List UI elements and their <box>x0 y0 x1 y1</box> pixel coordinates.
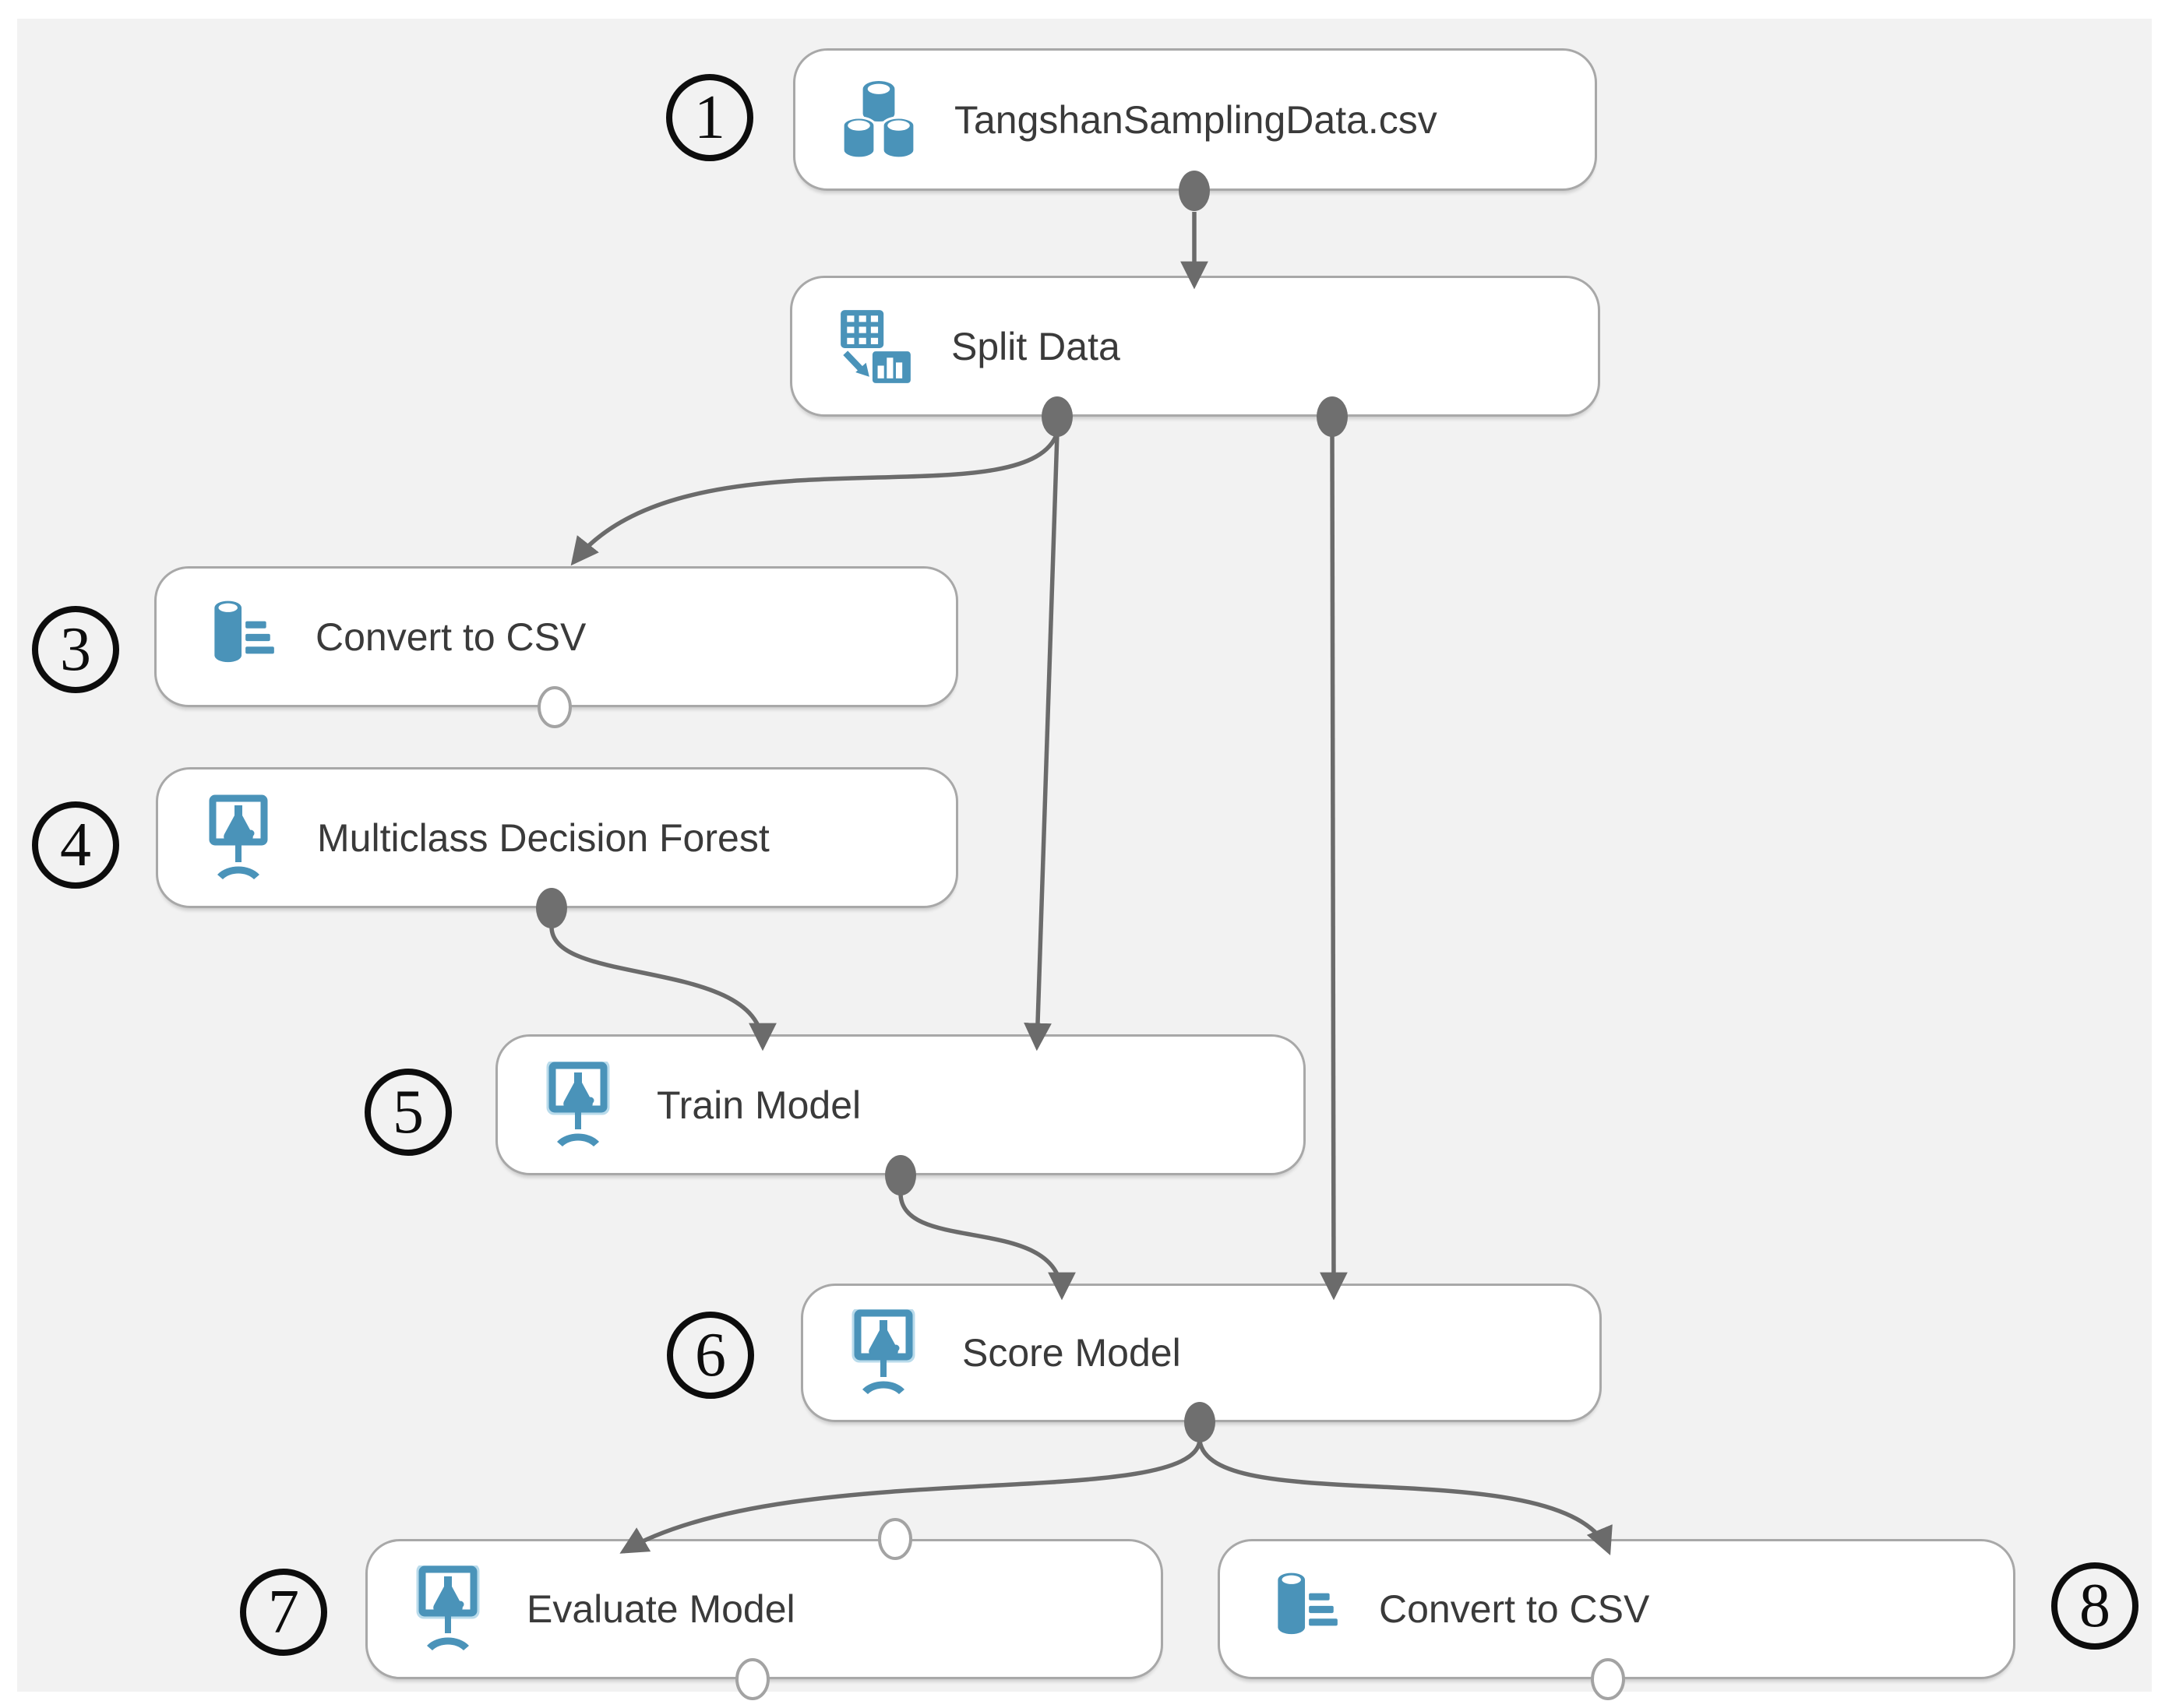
convert-to-csv-icon <box>1264 1565 1343 1653</box>
node-label: Evaluate Model <box>527 1587 795 1631</box>
dataset-cylinders-icon <box>839 76 918 164</box>
node-label: Multiclass Decision Forest <box>317 815 770 860</box>
node-multiclass-decision-forest[interactable]: Multiclass Decision Forest <box>156 767 958 908</box>
node-label: Convert to CSV <box>1379 1587 1650 1631</box>
split-data-icon <box>836 303 915 390</box>
experiment-flask-icon <box>411 1565 491 1653</box>
node-convert-to-csv-1[interactable]: Convert to CSV <box>154 566 958 707</box>
experiment-flask-icon <box>541 1061 621 1149</box>
node-label: Split Data <box>951 324 1120 368</box>
node-label: Convert to CSV <box>316 615 587 659</box>
experiment-flask-icon <box>847 1309 926 1396</box>
node-split-data[interactable]: Split Data <box>790 276 1600 417</box>
annotation-number-6: 6 <box>667 1312 754 1399</box>
convert-to-csv-icon <box>200 593 280 681</box>
annotation-number-7: 7 <box>240 1569 327 1656</box>
node-evaluate-model[interactable]: Evaluate Model <box>365 1539 1163 1679</box>
node-train-model[interactable]: Train Model <box>495 1034 1306 1175</box>
node-dataset[interactable]: TangshanSamplingData.csv <box>793 48 1597 191</box>
annotation-number-1: 1 <box>666 74 753 161</box>
annotation-number-4: 4 <box>32 801 119 889</box>
node-label: Score Model <box>962 1331 1181 1375</box>
annotation-number-3: 3 <box>32 606 119 693</box>
annotation-number-5: 5 <box>365 1069 452 1156</box>
node-label: TangshanSamplingData.csv <box>954 97 1437 142</box>
node-convert-to-csv-2[interactable]: Convert to CSV <box>1218 1539 2015 1679</box>
experiment-flask-icon <box>202 794 281 882</box>
node-score-model[interactable]: Score Model <box>801 1284 1602 1422</box>
node-label: Train Model <box>657 1083 862 1127</box>
annotation-number-8: 8 <box>2051 1562 2138 1650</box>
